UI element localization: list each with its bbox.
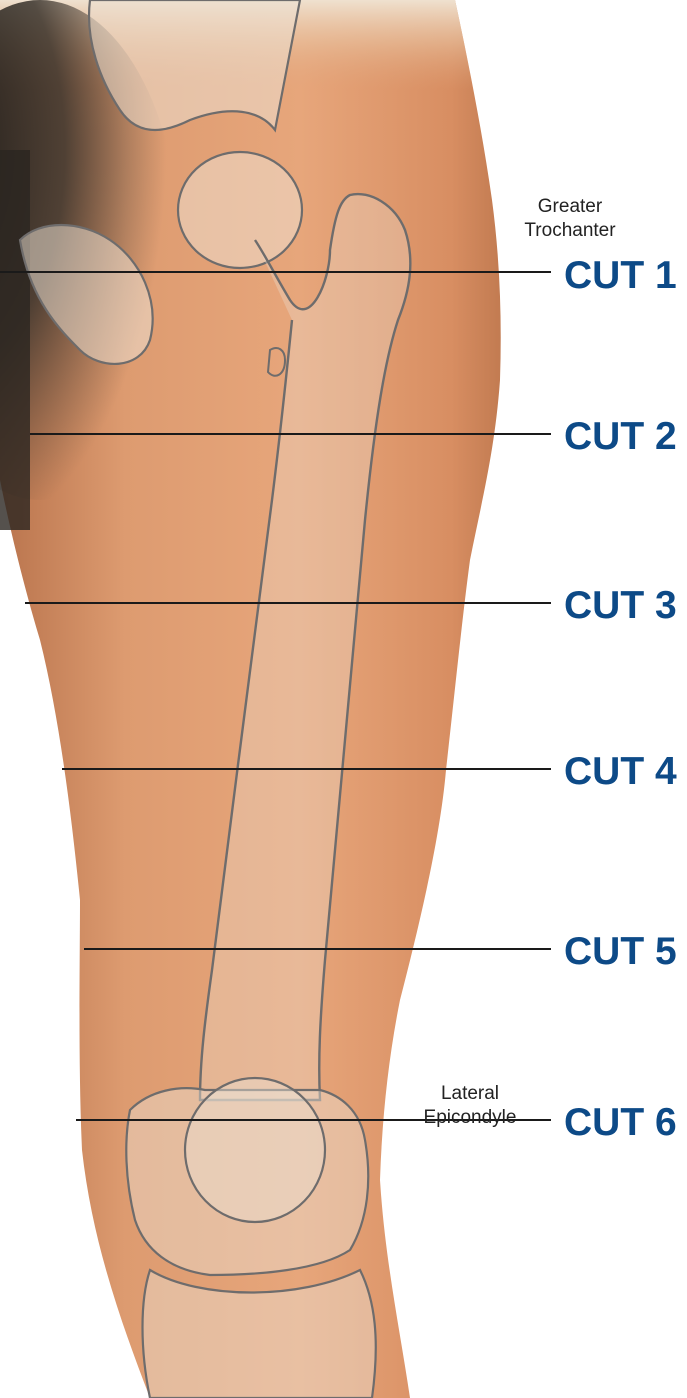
lateral-epicondyle-label: Lateral Epicondyle bbox=[405, 1082, 535, 1130]
cut-2-label: CUT 2 bbox=[564, 417, 677, 456]
cut-3-label: CUT 3 bbox=[564, 586, 677, 625]
cut-4-label: CUT 4 bbox=[564, 752, 677, 791]
cut-1-label: CUT 1 bbox=[564, 256, 677, 295]
cut-5-label: CUT 5 bbox=[564, 932, 677, 971]
knee-joint bbox=[126, 1078, 375, 1398]
femoral-head bbox=[178, 152, 302, 268]
cut-6-label: CUT 6 bbox=[564, 1103, 677, 1142]
greater-trochanter-label: Greater Trochanter bbox=[515, 195, 625, 243]
